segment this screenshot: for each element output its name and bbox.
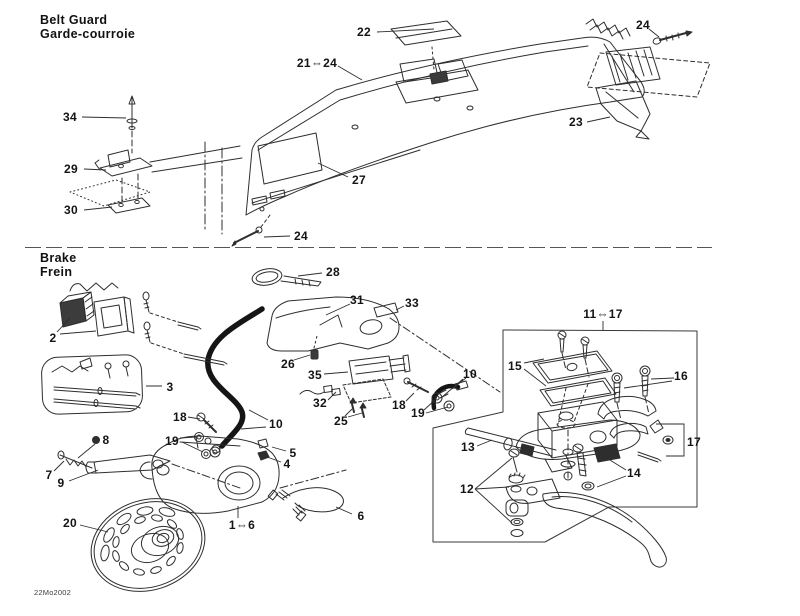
part-callout-6: 6 <box>357 509 365 523</box>
brake-pads <box>59 282 228 366</box>
part-callout-26: 26 <box>281 357 295 371</box>
part-callout-11-17: 11⇔17 <box>583 307 623 321</box>
part-callout-32: 32 <box>313 396 327 410</box>
brake-title-fr: Frein <box>40 265 73 279</box>
belt-guard-title-fr: Garde-courroie <box>40 27 136 41</box>
part-callout-19: 19 <box>411 406 425 420</box>
part-callout-29: 29 <box>64 162 78 176</box>
part-callout-20: 20 <box>63 516 77 530</box>
part-callout-10: 10 <box>269 417 283 431</box>
lever-housing-cover <box>266 296 501 393</box>
part-callout-12: 12 <box>460 482 474 496</box>
spring-kit-top-right <box>585 18 711 98</box>
part-callout-35: 35 <box>308 368 322 382</box>
banjo-fitting-left <box>194 412 221 459</box>
section-title-brake: Brake Frein <box>40 251 77 279</box>
part-callout-10: 10 <box>463 367 477 381</box>
left-mount-bracket <box>69 95 243 235</box>
part-callout-9: 9 <box>57 476 65 490</box>
part-callout-25: 25 <box>334 414 348 428</box>
belt-guard-latch <box>395 46 479 104</box>
section-title-belt-guard: Belt Guard Garde-courroie <box>40 13 135 41</box>
bracket-17 <box>656 423 685 457</box>
brake-title-en: Brake <box>40 251 77 265</box>
master-cylinder-group <box>432 329 698 543</box>
part-callout-30: 30 <box>64 203 78 217</box>
part-callout-23: 23 <box>569 115 583 129</box>
part-callout-21-24: 21⇔24 <box>296 56 338 70</box>
part-callout-33: 33 <box>405 296 419 310</box>
guard-end-cap <box>595 80 651 140</box>
belt-guard-title-en: Belt Guard <box>40 13 108 27</box>
document-code: 22Mo2002 <box>34 588 72 597</box>
part-callout-31: 31 <box>350 293 364 307</box>
part-callout-5: 5 <box>289 446 297 460</box>
hardware-kit-box <box>41 354 143 415</box>
part-callout-34: 34 <box>63 110 77 124</box>
part-callout-19: 19 <box>165 434 179 448</box>
part-callout-14: 14 <box>627 466 641 480</box>
brake-disc <box>90 498 206 592</box>
part-callout-8: 8 <box>102 433 110 447</box>
part-callout-1-6: 1⇔6 <box>228 518 256 532</box>
part-callout-18: 18 <box>392 398 406 412</box>
part-callout-15: 15 <box>508 359 522 373</box>
part-callout-24: 24 <box>636 18 650 32</box>
part-callout-18: 18 <box>173 410 187 424</box>
part-callout-17: 17 <box>687 435 701 449</box>
part-callout-16: 16 <box>674 369 688 383</box>
part-callout-2: 2 <box>49 331 57 345</box>
latch-cover <box>390 20 462 46</box>
part-callout-4: 4 <box>283 457 291 471</box>
hose-loop <box>267 487 344 522</box>
brake-hose <box>205 306 265 449</box>
tie-wrap <box>251 268 322 287</box>
guard-screw-bottom <box>231 214 271 247</box>
brake-caliper <box>139 435 347 514</box>
belt-guard-panel <box>245 36 645 216</box>
leader-lines <box>53 28 685 533</box>
part-callout-13: 13 <box>461 440 475 454</box>
part-callout-24: 24 <box>294 229 308 243</box>
part-callout-22: 22 <box>357 25 371 39</box>
part-callout-27: 27 <box>352 173 366 187</box>
part-callout-3: 3 <box>166 380 174 394</box>
stop-switch <box>299 354 411 418</box>
part-callout-7: 7 <box>45 468 53 482</box>
part-callout-28: 28 <box>326 265 340 279</box>
brake-lever <box>542 491 667 568</box>
